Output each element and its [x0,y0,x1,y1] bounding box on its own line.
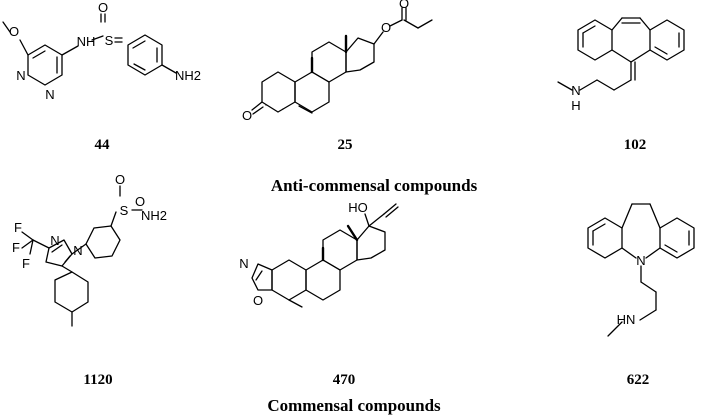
atom-label: F [22,256,30,271]
atom-label: O [9,24,19,39]
structure-102: N H [557,17,685,113]
structure-470: HO N O [239,200,399,308]
atom-label: NH2 [141,208,167,223]
atom-label: HN [617,312,636,327]
atom-label: HO [348,200,368,215]
atom-label: S [105,33,114,48]
structure-25: O O O [242,0,433,123]
atom-label: N [571,83,580,98]
atom-label: O [242,108,252,123]
section-heading-anti-commensal: Anti-commensal compounds [270,176,478,195]
atom-label: NH2 [175,68,201,83]
structure-622: N HN [587,203,695,337]
compound-label-102: 102 [623,137,647,153]
atom-label: O [381,20,391,35]
compound-label-622: 622 [626,372,650,388]
structure-1120: F F F N N O O S NH2 [12,172,167,327]
atom-label: N [239,256,248,271]
atom-label: F [14,220,22,235]
atom-label: N [73,243,82,258]
compound-label-470: 470 [332,372,356,388]
atom-label: H [571,98,580,113]
compound-label-44: 44 [94,137,110,153]
compound-label-1120: 1120 [83,372,113,388]
compound-label-25: 25 [337,137,353,153]
atom-label: S [120,203,129,218]
structure-44: O O S N N NH NH2 [2,0,201,102]
section-heading-commensal: Commensal compounds [267,396,441,415]
atom-label: O [399,0,409,11]
atom-label: F [12,240,20,255]
atom-label: O [253,293,263,308]
atom-label: NH [77,34,96,49]
atom-label: N [50,233,59,248]
atom-label: N [16,68,25,83]
atom-label: N [45,87,54,102]
atom-label: N [636,253,645,268]
atom-label: O [135,194,145,209]
atom-label: O [98,0,108,15]
atom-label: O [115,172,125,187]
